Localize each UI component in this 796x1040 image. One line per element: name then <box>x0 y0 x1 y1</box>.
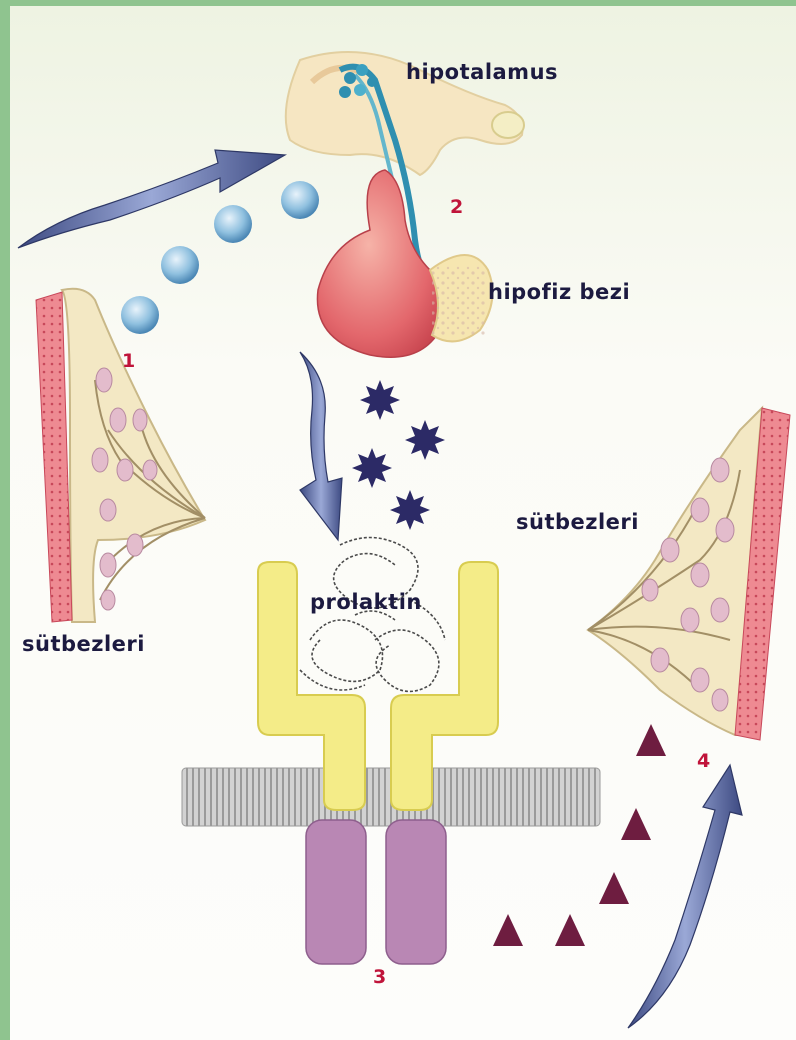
step-1: 1 <box>122 350 135 372</box>
milk-glands-right-label: sütbezleri <box>516 510 639 534</box>
hypothalamus-label: hipotalamus <box>406 60 558 84</box>
step-4: 4 <box>697 750 710 772</box>
milk-glands-left-label: sütbezleri <box>22 632 145 656</box>
step-2: 2 <box>450 196 463 218</box>
step-3: 3 <box>373 966 386 988</box>
prolactin-label: prolaktin <box>310 590 422 614</box>
pituitary-label: hipofiz bezi <box>488 280 630 304</box>
